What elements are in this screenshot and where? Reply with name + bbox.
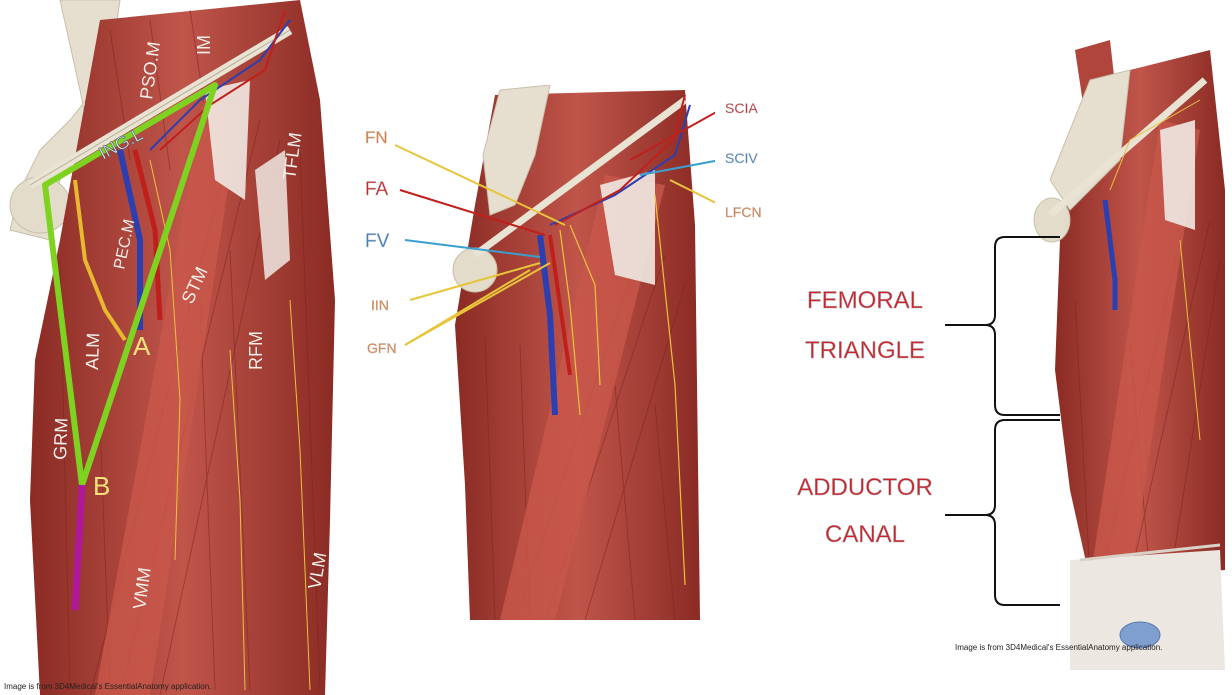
middle-labels: FN FA FV IIN GFN SCIA SCIV LFCN [355, 85, 795, 385]
femoral-triangle-brace [945, 237, 1060, 415]
label-triangle: TRIANGLE [805, 337, 925, 364]
adductor-canal-brace [945, 420, 1060, 605]
label-scia: SCIA [725, 100, 758, 116]
label-adductor: ADDUCTOR [797, 474, 933, 501]
right-braces [930, 225, 1070, 625]
label-rfm: RFM [246, 331, 266, 370]
label-iin: IIN [371, 297, 389, 313]
label-fv: FV [365, 231, 390, 252]
label-point-a: A [133, 331, 151, 361]
left-credit-text: Image is from 3D4Medical's EssentialAnat… [4, 682, 211, 691]
right-tendon [1160, 120, 1195, 230]
right-labels: FEMORAL TRIANGLE ADDUCTOR CANAL [780, 280, 950, 570]
label-canal: CANAL [825, 521, 905, 548]
right-knee-tendon [1070, 550, 1225, 670]
label-alm: ALM [82, 332, 103, 370]
label-gfn: GFN [367, 340, 397, 356]
label-femoral: FEMORAL [807, 287, 923, 314]
label-im: IM [194, 35, 214, 55]
label-grm: GRM [50, 417, 71, 460]
label-fn: FN [365, 128, 388, 147]
label-lfcn: LFCN [725, 204, 762, 220]
left-anatomy-panel: PSO.M IM ING.L TFLM PEC.M STM RFM ALM A … [0, 0, 345, 695]
label-sciv: SCIV [725, 150, 758, 166]
right-credit-text: Image is from 3D4Medical's EssentialAnat… [955, 643, 1162, 652]
femoral-head [10, 177, 70, 233]
label-fa: FA [365, 179, 389, 200]
label-point-b: B [93, 471, 110, 501]
